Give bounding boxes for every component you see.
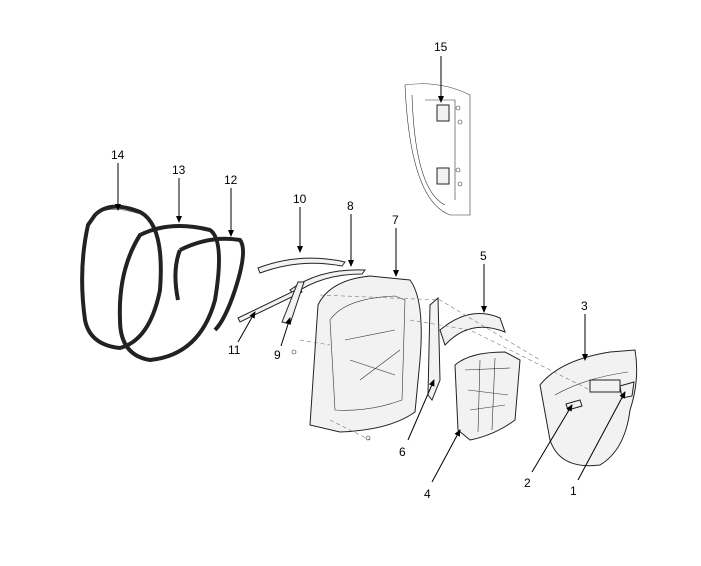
module-4: [454, 351, 521, 441]
trim-panel-3: [539, 349, 638, 467]
callout-4: 4: [424, 487, 431, 501]
callout-6: 6: [399, 445, 406, 459]
callout-5: 5: [480, 249, 487, 263]
callout-7: 7: [392, 213, 399, 227]
hinge-inset: [404, 83, 471, 216]
callout-3: 3: [581, 299, 588, 313]
weatherstrip-14: [80, 204, 163, 351]
callout-8: 8: [347, 199, 354, 213]
callout-12: 12: [224, 173, 238, 187]
callout-2: 2: [524, 476, 531, 490]
callout-9: 9: [274, 348, 281, 362]
weatherstrip-12: [179, 236, 246, 332]
weatherstrip-13: [117, 224, 221, 363]
callout-11: 11: [228, 343, 241, 357]
callout-14: 14: [111, 148, 125, 162]
door-panel-7: [309, 275, 422, 433]
callout-10: 10: [293, 192, 307, 206]
callout-13: 13: [172, 163, 186, 177]
channel-10: [257, 257, 346, 274]
regulator-6: [427, 296, 441, 401]
callout-1: 1: [570, 484, 577, 498]
callout-15: 15: [434, 40, 448, 54]
trim-5: [439, 313, 506, 346]
